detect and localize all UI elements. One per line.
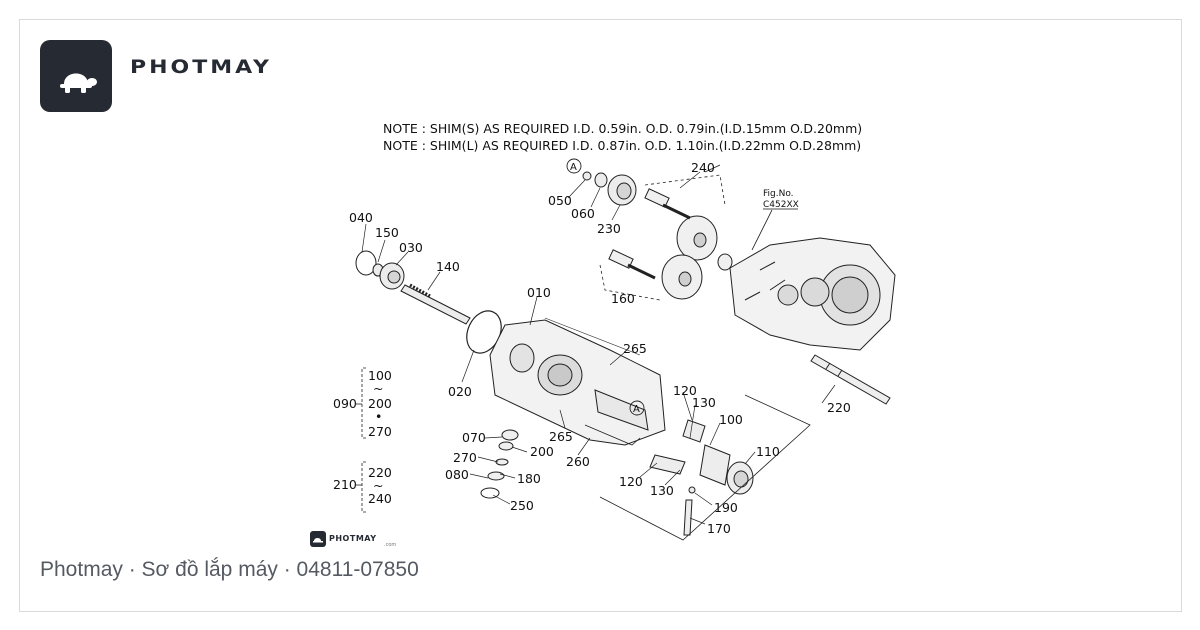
part-label-100: 100 — [719, 412, 743, 427]
part-label-120-top: 120 — [673, 383, 697, 398]
part-label-140: 140 — [436, 259, 460, 274]
group-090-label: 090 — [333, 396, 357, 411]
note-shim-l: NOTE : SHIM(L) AS REQUIRED I.D. 0.87in. … — [383, 138, 861, 153]
fig-ref-label: Fig.No. — [763, 189, 794, 199]
content-card — [19, 19, 1182, 612]
part-label-070: 070 — [462, 430, 486, 445]
group-090-item-1: 100 — [368, 368, 392, 383]
shaft-140 — [355, 250, 471, 325]
fig-ref-number: C452XX — [763, 200, 799, 210]
gear-assemblies — [608, 188, 733, 300]
part-label-170: 170 — [707, 521, 731, 536]
group-210-item-2: ~ — [373, 478, 383, 493]
part-label-030: 030 — [399, 240, 423, 255]
image-caption: Photmay · Sơ đồ lắp máy · 04811-07850 — [40, 558, 419, 581]
note-shim-s: NOTE : SHIM(S) AS REQUIRED I.D. 0.59in. … — [383, 121, 862, 136]
part-label-250: 250 — [510, 498, 534, 513]
part-label-020: 020 — [448, 384, 472, 399]
watermark-logo: PHOTMAY .com — [310, 531, 396, 548]
part-label-240: 240 — [691, 160, 715, 175]
group-210-item-1: 220 — [368, 465, 392, 480]
watermark-name: PHOTMAY — [329, 534, 377, 543]
part-label-265-bottom: 265 — [549, 429, 573, 444]
group-090: 090 100 ~ 200 • 270 — [333, 367, 392, 439]
part-label-265-top: 265 — [623, 341, 647, 356]
group-090-item-2: ~ — [373, 381, 383, 396]
part-label-270: 270 — [453, 450, 477, 465]
part-label-160: 160 — [611, 291, 635, 306]
part-label-230: 230 — [597, 221, 621, 236]
part-label-150: 150 — [375, 225, 399, 240]
group-210: 210 220 ~ 240 — [333, 461, 392, 513]
watermark-sub: .com — [384, 542, 396, 548]
part-label-220: 220 — [827, 400, 851, 415]
group-210-item-3: 240 — [368, 491, 392, 506]
part-label-110: 110 — [756, 444, 780, 459]
part-label-010: 010 — [527, 285, 551, 300]
seal-stack — [480, 429, 519, 499]
marker-a-top: A — [570, 162, 577, 173]
part-label-200: 200 — [530, 444, 554, 459]
part-label-130-bottom: 130 — [650, 483, 674, 498]
part-label-080: 080 — [445, 467, 469, 482]
cover-parts — [649, 419, 754, 536]
part-label-130-top: 130 — [692, 395, 716, 410]
part-label-040: 040 — [349, 210, 373, 225]
brand-wordmark: PHOTMAY — [130, 56, 272, 78]
part-label-180: 180 — [517, 471, 541, 486]
part-label-060: 060 — [571, 206, 595, 221]
shaft-220 — [810, 354, 891, 405]
turtle-icon — [60, 73, 97, 93]
parts-diagram: NOTE : SHIM(S) AS REQUIRED I.D. 0.59in. … — [333, 121, 896, 541]
gearbox-housing — [729, 237, 896, 351]
group-090-item-4: • — [375, 409, 382, 424]
main-housing-010 — [489, 319, 666, 446]
brand-logo[interactable] — [40, 40, 112, 112]
brand-name: PHOTMAY — [130, 56, 272, 78]
group-090-item-5: 270 — [368, 424, 392, 439]
group-090-item-3: 200 — [368, 396, 392, 411]
marker-a-housing: A — [633, 404, 640, 415]
part-label-050: 050 — [548, 193, 572, 208]
group-210-label: 210 — [333, 477, 357, 492]
part-label-190: 190 — [714, 500, 738, 515]
part-label-120-bottom: 120 — [619, 474, 643, 489]
part-label-260: 260 — [566, 454, 590, 469]
bearing-230 — [582, 171, 637, 206]
